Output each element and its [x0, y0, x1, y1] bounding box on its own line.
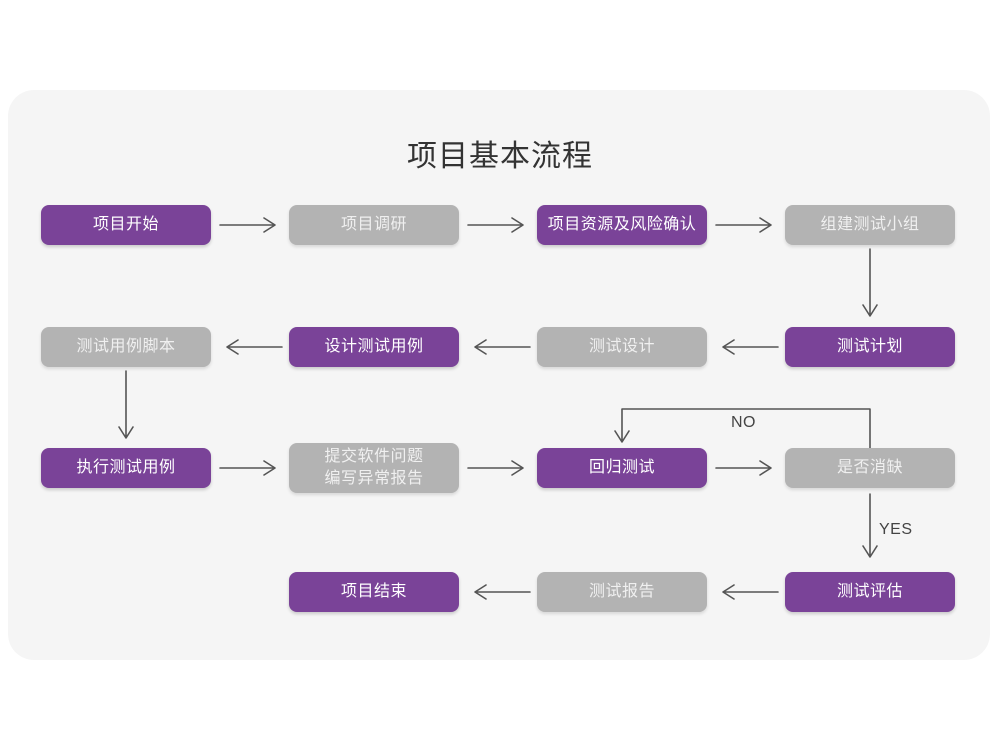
arrow-case-scripts-to-execute-cases	[118, 370, 138, 447]
flow-node-n3[interactable]: 项目资源及风险确认	[537, 205, 707, 245]
arrow-research-to-resource-risk	[467, 215, 530, 235]
arrow-submit-issues-to-regression-test	[467, 458, 530, 478]
flowchart-panel	[8, 90, 990, 660]
arrow-execute-cases-to-submit-issues	[219, 458, 282, 478]
flow-node-n7[interactable]: 测试设计	[537, 327, 707, 367]
flow-node-n12[interactable]: 是否消缺	[785, 448, 955, 488]
flow-node-n14[interactable]: 测试报告	[537, 572, 707, 612]
arrow-project-start-to-research	[219, 215, 282, 235]
flow-node-n9[interactable]: 执行测试用例	[41, 448, 211, 488]
flow-node-n4[interactable]: 组建测试小组	[785, 205, 955, 245]
flow-node-n13[interactable]: 项目结束	[289, 572, 459, 612]
edge-label-yes: YES	[879, 521, 913, 538]
flow-node-n2[interactable]: 项目调研	[289, 205, 459, 245]
arrow-no-feedback-loop	[614, 405, 878, 453]
flow-node-n5[interactable]: 测试用例脚本	[41, 327, 211, 367]
page-title: 项目基本流程	[407, 140, 593, 173]
arrow-resource-risk-to-build-team	[715, 215, 778, 235]
arrow-yes-to-test-evaluation	[862, 493, 882, 566]
flow-node-n1[interactable]: 项目开始	[41, 205, 211, 245]
flow-node-n10[interactable]: 提交软件问题 编写异常报告	[289, 443, 459, 493]
arrow-test-report-to-project-end	[468, 582, 531, 602]
arrow-regression-test-to-defect-check	[715, 458, 778, 478]
arrow-build-team-to-test-plan	[862, 248, 882, 325]
edge-label-no: NO	[731, 414, 756, 431]
flow-node-n11[interactable]: 回归测试	[537, 448, 707, 488]
flow-node-n6[interactable]: 设计测试用例	[289, 327, 459, 367]
arrow-test-plan-to-test-design	[716, 337, 779, 357]
arrow-test-evaluation-to-test-report	[716, 582, 779, 602]
flow-node-n15[interactable]: 测试评估	[785, 572, 955, 612]
arrow-test-design-to-design-cases	[468, 337, 531, 357]
arrow-design-cases-to-case-scripts	[220, 337, 283, 357]
flow-node-n8[interactable]: 测试计划	[785, 327, 955, 367]
